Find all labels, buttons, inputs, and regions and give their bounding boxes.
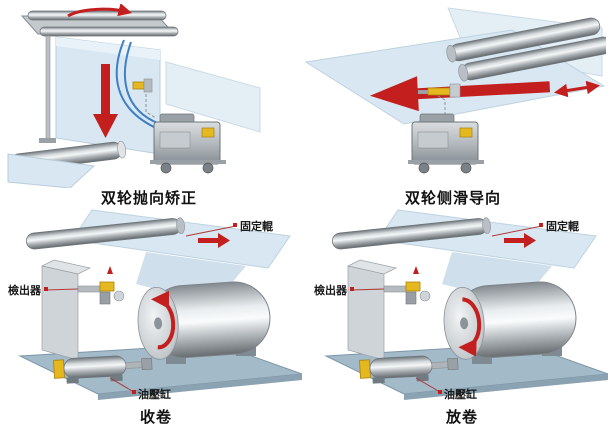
actuator-unit bbox=[408, 113, 484, 174]
label-cylinder: 油壓缸 bbox=[109, 377, 171, 401]
illustration-pivot-correction bbox=[7, 4, 261, 188]
pivot-roller-frame bbox=[20, 10, 179, 37]
label-fixed-roller: 固定輥 bbox=[185, 219, 273, 237]
hydraulic-hose bbox=[115, 39, 157, 129]
leader-dashed bbox=[145, 94, 157, 119]
rotation-arrow-icon bbox=[458, 297, 482, 357]
edge-sensor bbox=[418, 83, 461, 98]
svg-text:檢出器: 檢出器 bbox=[8, 283, 42, 297]
actuator-unit bbox=[150, 113, 226, 174]
wound-drum bbox=[443, 281, 577, 360]
illustration-unwind: 固定輥 檢出器 油壓缸 bbox=[314, 209, 609, 401]
illustration-sideslip-guide bbox=[304, 7, 606, 174]
frame-wall bbox=[346, 259, 398, 361]
sheet-arrow-icon bbox=[198, 233, 230, 248]
wound-drum bbox=[137, 281, 271, 360]
hydraulic-cylinder bbox=[53, 355, 153, 384]
fixed-roller bbox=[331, 217, 491, 250]
svg-text:檢出器: 檢出器 bbox=[314, 283, 348, 297]
background-sheet bbox=[165, 61, 261, 133]
sheet-arrow-icon bbox=[504, 233, 536, 248]
support-foot bbox=[39, 138, 56, 143]
down-arrow-icon bbox=[93, 64, 118, 138]
double-arrow-icon bbox=[553, 80, 601, 98]
exit-sheet bbox=[7, 153, 96, 188]
leader-dashed bbox=[437, 95, 446, 120]
label-cylinder: 油壓缸 bbox=[415, 377, 477, 401]
hydraulic-hose bbox=[124, 41, 161, 125]
svg-text:固定輥: 固定輥 bbox=[240, 219, 273, 233]
label-fixed-roller: 固定輥 bbox=[491, 219, 579, 237]
caption-rewind: 收卷 bbox=[139, 409, 172, 426]
detector-unit bbox=[383, 266, 431, 305]
label-detector: 檢出器 bbox=[8, 283, 79, 297]
label-detector: 檢出器 bbox=[314, 283, 385, 297]
edge-sensor bbox=[132, 78, 153, 93]
rotation-arrow-icon bbox=[151, 290, 176, 350]
detector-unit bbox=[77, 266, 125, 305]
svg-text:固定輥: 固定輥 bbox=[546, 219, 579, 233]
illustration-rewind: 固定輥 檢出器 油壓缸 bbox=[8, 209, 303, 401]
fixed-roller bbox=[25, 217, 185, 250]
caption-pivot-correction: 双轮抛向矫正 bbox=[100, 190, 197, 207]
support-pole bbox=[45, 35, 51, 141]
svg-text:油壓缸: 油壓缸 bbox=[138, 387, 171, 401]
caption-unwind: 放卷 bbox=[445, 409, 478, 426]
frame-wall bbox=[40, 259, 92, 361]
caption-sideslip-guide: 双轮侧滑导向 bbox=[404, 190, 501, 207]
svg-text:油壓缸: 油壓缸 bbox=[444, 387, 477, 401]
hydraulic-cylinder bbox=[359, 355, 459, 384]
guide-rollers bbox=[446, 17, 606, 82]
pivot-arrow-icon bbox=[67, 4, 132, 18]
